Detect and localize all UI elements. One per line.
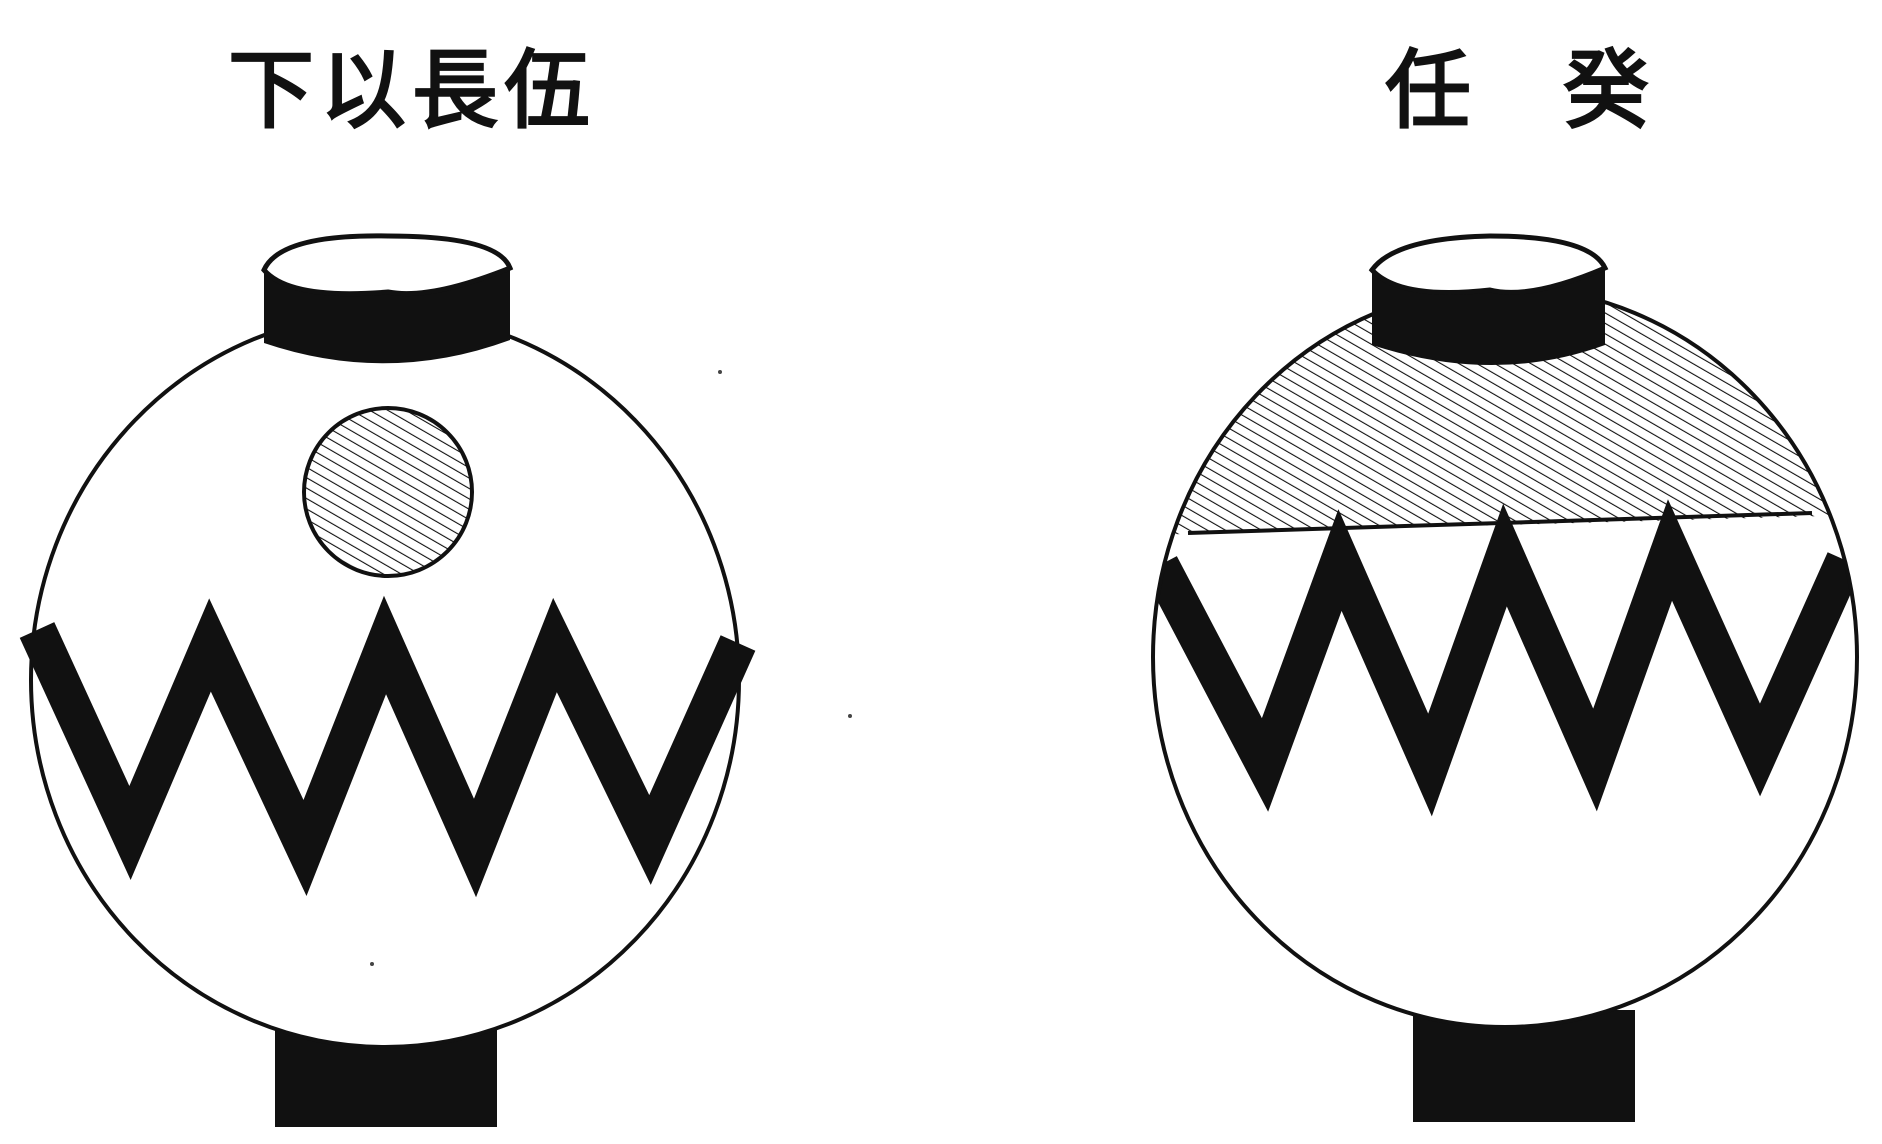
caption-right: 任 癸 [1385,40,1655,141]
lantern-right [1151,233,1859,1122]
zigzag-band-right [1153,499,1857,817]
hatched-dot [302,406,474,578]
hatched-upper-band [1153,287,1857,535]
bottom-cap-right [1413,1010,1635,1122]
lantern-left [19,233,756,1127]
top-cap-left [261,233,514,364]
top-cap-right [1368,233,1609,365]
print-specks [370,370,852,966]
zigzag-band-left [19,595,756,898]
caption-left: 下以長伍 [228,40,596,141]
